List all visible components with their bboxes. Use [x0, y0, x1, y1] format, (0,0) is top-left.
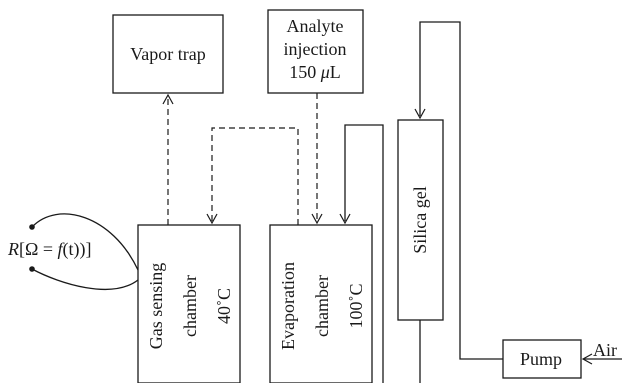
lead-wire-bottom — [31, 268, 139, 290]
lead-terminal-bottom — [29, 266, 35, 272]
air-line-into-evap — [344, 124, 384, 383]
evaporation-label-line1: Evaporation — [278, 262, 298, 350]
evaporation-label-line2: chamber — [312, 275, 332, 337]
arrowhead-evap-air-inlet — [339, 213, 351, 225]
gas-sensing-label-line2: chamber — [180, 275, 200, 337]
arrowhead-pump-inlet — [581, 353, 593, 365]
analyte-label-line3: 150 μL — [289, 62, 341, 82]
resistance-r: R — [7, 239, 19, 259]
vapor-trap-label: Vapor trap — [130, 44, 205, 64]
arrowhead-silica-gel — [414, 108, 426, 120]
resistance-open: [Ω = — [19, 239, 58, 259]
resistance-close: )] — [80, 239, 92, 260]
gas-sensing-label-line1: Gas sensing — [146, 263, 166, 350]
dashed-evap-to-gas-loop — [211, 127, 299, 225]
pump-label: Pump — [520, 349, 562, 369]
analyte-injection-box — [267, 9, 364, 94]
analyte-label-line1: Analyte — [287, 16, 344, 36]
analyte-label-line2: injection — [284, 39, 347, 59]
evaporation-chamber-box — [269, 224, 373, 383]
arrowhead-vapor-trap — [162, 93, 174, 105]
silica-gel-label: Silica gel — [410, 186, 430, 253]
arrowhead-gas-chamber — [206, 213, 218, 225]
gas-sensing-chamber-box — [137, 224, 241, 383]
resistance-t: (t) — [63, 239, 80, 260]
analyte-volume-unit-l: L — [330, 62, 341, 82]
silica-gel-box — [397, 119, 444, 321]
pump-to-silica-line — [419, 21, 503, 360]
evaporation-label-line3: 100˚C — [346, 284, 366, 329]
arrowhead-evap-chamber — [311, 213, 323, 225]
resistance-label: R[Ω = f(t))] — [7, 239, 92, 260]
analyte-volume-unit-micro: μ — [320, 62, 330, 82]
resistance-f: f — [58, 239, 66, 259]
lead-wire-top — [31, 213, 139, 271]
pump-box — [502, 339, 582, 379]
air-label: Air — [593, 340, 617, 360]
analyte-volume-value: 150 — [289, 62, 316, 82]
vapor-trap-box — [112, 14, 224, 94]
gas-sensing-label-line3: 40˚C — [214, 288, 234, 324]
